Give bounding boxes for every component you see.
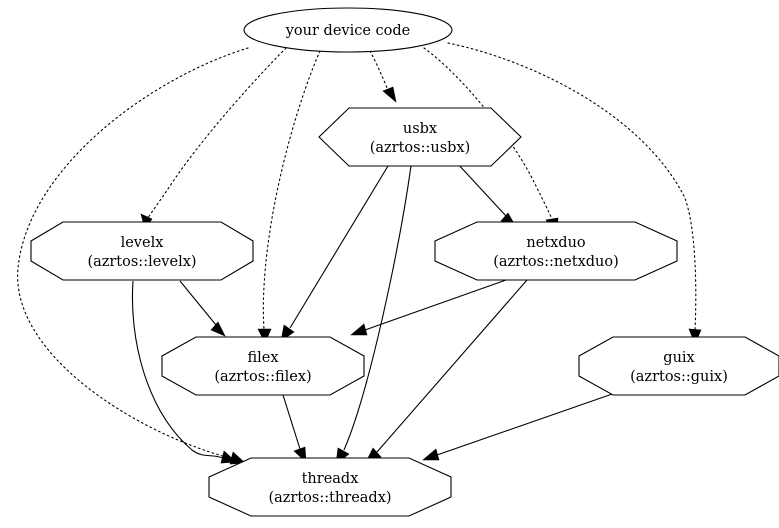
edge-your-device-code-to-usbx (369, 50, 397, 103)
edge-levelx-to-threadx (131, 280, 246, 465)
node-usbx[interactable]: usbx (azrtos::usbx) (318, 107, 522, 167)
edge-usbx-to-filex (280, 165, 389, 342)
node-guix[interactable]: guix (azrtos::guix) (578, 336, 779, 396)
node-usbx-label-line1: usbx (403, 121, 437, 137)
node-guix-label-line2: (azrtos::guix) (630, 369, 728, 385)
node-filex-label-line1: filex (247, 350, 278, 366)
edge-usbx-to-threadx (335, 165, 412, 465)
edge-usbx-to-netxduo (456, 162, 517, 228)
edge-netxduo-to-filex (350, 279, 507, 336)
node-your-device-code[interactable]: your device code (243, 7, 453, 53)
node-your-device-code-label: your device code (285, 23, 411, 39)
edge-your-device-code-to-levelx (140, 47, 287, 230)
node-levelx[interactable]: levelx (azrtos::levelx) (30, 221, 254, 281)
edge-netxduo-to-threadx (365, 279, 528, 463)
node-filex[interactable]: filex (azrtos::filex) (161, 336, 365, 396)
node-levelx-label-line1: levelx (121, 235, 164, 251)
node-filex-shape[interactable] (161, 336, 365, 396)
node-threadx-label-line1: threadx (302, 471, 359, 487)
node-usbx-shape[interactable] (318, 107, 522, 167)
edge-levelx-to-filex (179, 280, 226, 337)
edge-your-device-code-to-guix (447, 42, 702, 345)
node-layer: your device code usbx (azrtos::usbx) lev… (30, 7, 779, 517)
node-usbx-label-line2: (azrtos::usbx) (370, 140, 471, 156)
node-threadx-label-line2: (azrtos::threadx) (268, 490, 391, 506)
edge-filex-to-threadx (282, 394, 307, 463)
node-levelx-shape[interactable] (30, 221, 254, 281)
node-netxduo-shape[interactable] (434, 221, 678, 281)
edge-your-device-code-to-filex (257, 50, 321, 344)
node-threadx[interactable]: threadx (azrtos::threadx) (208, 457, 452, 517)
node-guix-shape[interactable] (578, 336, 779, 396)
edge-guix-to-threadx (422, 391, 619, 461)
node-netxduo-label-line1: netxduo (526, 235, 585, 251)
node-netxduo-label-line2: (azrtos::netxduo) (493, 254, 619, 270)
node-your-device-code-shape[interactable] (243, 7, 453, 53)
node-levelx-label-line2: (azrtos::levelx) (87, 254, 196, 270)
node-netxduo[interactable]: netxduo (azrtos::netxduo) (434, 221, 678, 281)
node-guix-label-line1: guix (663, 350, 694, 366)
node-threadx-shape[interactable] (208, 457, 452, 517)
node-filex-label-line2: (azrtos::filex) (214, 369, 311, 385)
